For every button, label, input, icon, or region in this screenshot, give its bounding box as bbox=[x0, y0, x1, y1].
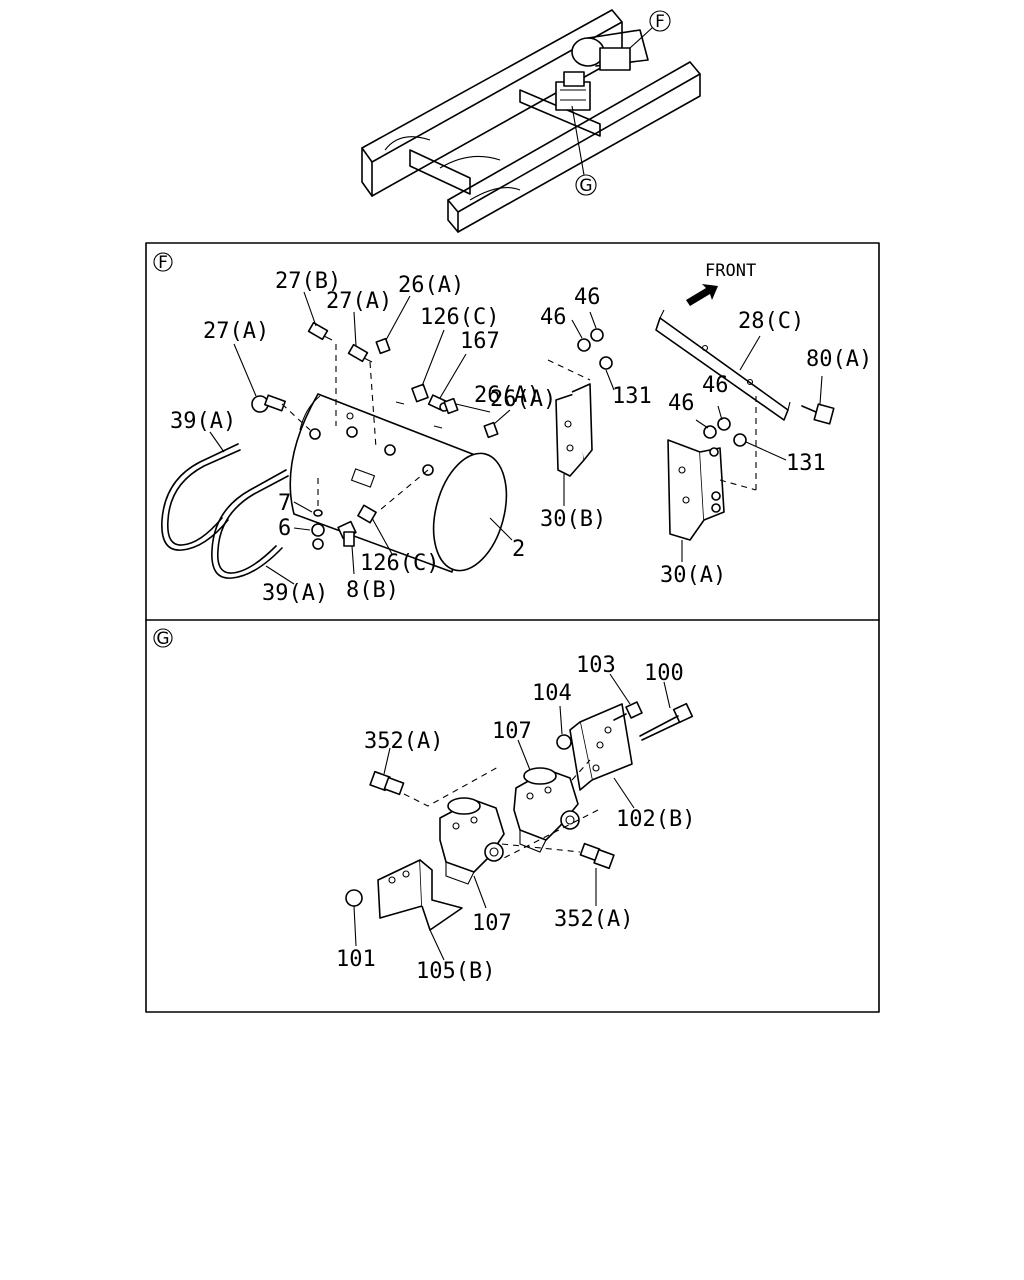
panel-g-labels: 103 100 104 352(A) 107 102(B) 107 352(A)… bbox=[336, 653, 695, 984]
fitting-27a-top bbox=[347, 343, 373, 363]
bracket-102b bbox=[569, 703, 633, 791]
label-6: 6 bbox=[278, 516, 291, 541]
fitting-27a-left bbox=[251, 394, 286, 413]
panel-f-marker: F bbox=[158, 253, 168, 273]
label-26a-mid: 26(A) bbox=[474, 383, 540, 408]
sensor-352a-lower bbox=[579, 842, 615, 870]
callout-f-letter: F bbox=[655, 12, 665, 32]
washer-7 bbox=[313, 509, 323, 517]
label-352a-top: 352(A) bbox=[364, 729, 443, 754]
panel-f: F bbox=[153, 252, 872, 606]
label-39a-bot: 39(A) bbox=[262, 581, 328, 606]
label-80a: 80(A) bbox=[806, 347, 872, 372]
callout-g[interactable]: G bbox=[571, 105, 597, 196]
fitting-26a-low bbox=[483, 421, 499, 439]
nut-101 bbox=[345, 889, 363, 907]
panel-g: G bbox=[153, 628, 695, 984]
label-101: 101 bbox=[336, 947, 376, 972]
panel-f-labels: 27(B) 27(A) 26(A) 126(C) 167 26(A) 26(A)… bbox=[170, 269, 872, 606]
label-131-a: 131 bbox=[612, 384, 652, 409]
label-105b: 105(B) bbox=[416, 959, 495, 984]
fitting-26a-mid bbox=[443, 397, 459, 415]
label-39a-top: 39(A) bbox=[170, 409, 236, 434]
label-107-bot: 107 bbox=[472, 911, 512, 936]
front-arrow-icon bbox=[686, 284, 718, 306]
fitting-26a-top bbox=[375, 337, 391, 355]
panel-f-leaders bbox=[209, 291, 823, 585]
label-104: 104 bbox=[532, 681, 572, 706]
label-46-d: 46 bbox=[702, 373, 729, 398]
label-27a-top: 27(A) bbox=[326, 289, 392, 314]
chassis-overview: F G bbox=[361, 9, 701, 233]
bracket-28c bbox=[655, 309, 791, 421]
label-30b: 30(B) bbox=[540, 507, 606, 532]
tank-fittings bbox=[251, 321, 499, 550]
label-26a-top: 26(A) bbox=[398, 273, 464, 298]
fitting-27b bbox=[307, 321, 333, 341]
label-8b: 8(B) bbox=[346, 578, 399, 603]
front-label: FRONT bbox=[705, 261, 756, 281]
relay-valve-107-lower bbox=[439, 797, 505, 885]
label-27b: 27(B) bbox=[275, 269, 341, 294]
relay-valve-107-upper bbox=[513, 767, 580, 853]
fitting-126c-bot bbox=[357, 504, 377, 524]
nut-104 bbox=[556, 734, 572, 750]
label-7: 7 bbox=[278, 491, 291, 516]
label-126c-top: 126(C) bbox=[420, 305, 499, 330]
sensor-352a-upper bbox=[369, 770, 405, 796]
callout-g-letter: G bbox=[579, 176, 592, 196]
strap-39a-upper bbox=[161, 443, 241, 551]
panel-g-leaders bbox=[353, 673, 671, 961]
label-27a-left: 27(A) bbox=[203, 319, 269, 344]
callout-f[interactable]: F bbox=[629, 10, 671, 49]
bracket-30b bbox=[547, 328, 613, 477]
detail-panels-frame bbox=[145, 242, 880, 1013]
panel-g-dashes bbox=[403, 759, 599, 861]
chassis-frame bbox=[361, 9, 701, 233]
label-28c: 28(C) bbox=[738, 309, 804, 334]
bracket-30a bbox=[667, 396, 757, 541]
label-26a-low: 26(A) bbox=[490, 387, 556, 412]
label-107-top: 107 bbox=[492, 719, 532, 744]
label-46-b: 46 bbox=[574, 285, 601, 310]
plug-6 bbox=[311, 523, 325, 550]
label-352a-bot: 352(A) bbox=[554, 907, 633, 932]
label-103: 103 bbox=[576, 653, 616, 678]
label-2: 2 bbox=[512, 537, 525, 562]
strap-39a-lower bbox=[211, 469, 289, 579]
label-126c-bot: 126(C) bbox=[360, 551, 439, 576]
label-131-b: 131 bbox=[786, 451, 826, 476]
bolt-80a bbox=[801, 403, 835, 425]
label-167: 167 bbox=[460, 329, 500, 354]
label-100: 100 bbox=[644, 661, 684, 686]
bolt-103 bbox=[613, 701, 643, 721]
air-tank bbox=[289, 393, 508, 573]
bolt-100 bbox=[639, 702, 694, 741]
label-30a: 30(A) bbox=[660, 563, 726, 588]
bracket-105b bbox=[377, 859, 463, 931]
panel-g-marker: G bbox=[156, 629, 169, 649]
drain-valve-8b bbox=[337, 520, 357, 547]
label-46-a: 46 bbox=[540, 305, 567, 330]
label-102b: 102(B) bbox=[616, 807, 695, 832]
fitting-126c-top bbox=[411, 383, 429, 403]
label-46-c: 46 bbox=[668, 391, 695, 416]
